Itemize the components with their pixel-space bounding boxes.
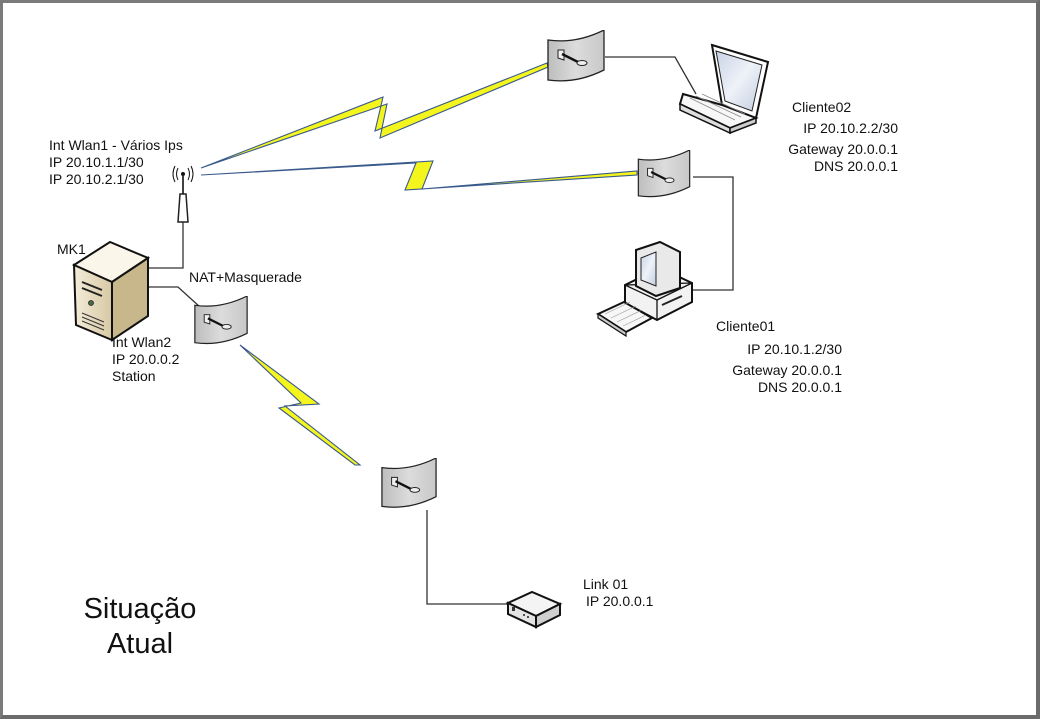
cliente01-label: Cliente01 IP 20.10.1.2/30 Gateway 20.0.0… bbox=[716, 318, 842, 396]
cliente02-name: Cliente02 bbox=[792, 99, 852, 115]
cliente01-ip: IP 20.10.1.2/30 bbox=[747, 341, 842, 357]
wlan1-ip2: IP 20.10.2.1/30 bbox=[49, 171, 144, 187]
cliente02-gateway: Gateway 20.0.0.1 bbox=[788, 141, 898, 157]
dish-antenna-icon[interactable] bbox=[546, 30, 606, 83]
desktop-computer-icon[interactable] bbox=[595, 240, 693, 338]
nat-label: NAT+Masquerade bbox=[189, 269, 302, 285]
link-dish-cliente01 bbox=[690, 176, 734, 291]
wireless-link-link01 bbox=[239, 344, 362, 466]
lightning-bolt-icon bbox=[200, 62, 549, 169]
wired-links bbox=[148, 56, 734, 605]
wireless-link-cliente01 bbox=[200, 160, 638, 191]
modem-icon[interactable] bbox=[505, 590, 563, 629]
wlan2-ip: IP 20.0.0.2 bbox=[112, 351, 180, 367]
wlan1-title: Int Wlan1 - Vários Ips bbox=[49, 137, 183, 153]
link01-label: Link 01 IP 20.0.0.1 bbox=[583, 576, 653, 610]
link-dish-link01 bbox=[426, 510, 508, 605]
cliente01-gateway: Gateway 20.0.0.1 bbox=[732, 362, 842, 378]
server-tower-icon[interactable] bbox=[71, 240, 151, 342]
dish-antenna-icon[interactable] bbox=[637, 150, 691, 198]
link01-ip: IP 20.0.0.1 bbox=[586, 593, 654, 609]
cliente01-name: Cliente01 bbox=[716, 318, 776, 334]
cliente02-ip: IP 20.10.2.2/30 bbox=[803, 120, 898, 136]
diagram-title: Situação Atual bbox=[60, 592, 220, 662]
dish-antenna-icon[interactable] bbox=[380, 458, 438, 509]
wlan2-mode: Station bbox=[112, 368, 156, 384]
antenna-icon[interactable] bbox=[172, 165, 194, 223]
cliente01-dns: DNS 20.0.0.1 bbox=[757, 379, 842, 395]
laptop-icon[interactable] bbox=[678, 43, 770, 135]
mk1-label: MK1 bbox=[57, 241, 86, 257]
lightning-bolt-icon bbox=[200, 160, 638, 191]
lightning-bolt-icon bbox=[239, 344, 362, 466]
link-dish-cliente02 bbox=[605, 56, 697, 95]
link-mk1-wlan2 bbox=[148, 286, 201, 308]
link01-name: Link 01 bbox=[583, 576, 629, 592]
title-line1: Situação bbox=[83, 593, 197, 625]
wlan1-ip1: IP 20.10.1.1/30 bbox=[49, 154, 144, 170]
dish-antenna-icon[interactable] bbox=[193, 296, 249, 345]
title-line2: Atual bbox=[106, 628, 174, 660]
wlan1-label: Int Wlan1 - Vários Ips IP 20.10.1.1/30 I… bbox=[49, 137, 183, 188]
wireless-link-cliente02 bbox=[200, 62, 549, 169]
cliente02-dns: DNS 20.0.0.1 bbox=[813, 158, 898, 174]
wlan2-title: Int Wlan2 bbox=[112, 334, 172, 350]
cliente02-label: Cliente02 IP 20.10.2.2/30 Gateway 20.0.0… bbox=[775, 99, 898, 175]
link-mk1-wlan1 bbox=[148, 222, 184, 269]
wlan2-label: Int Wlan2 IP 20.0.0.2 Station bbox=[112, 334, 179, 385]
